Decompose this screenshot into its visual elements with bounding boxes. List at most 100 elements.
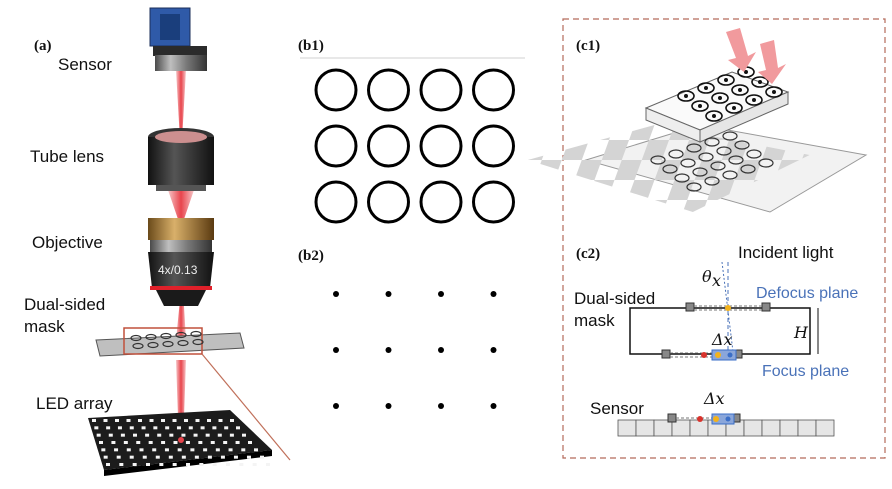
led-dot: [92, 419, 96, 422]
b1-ring-grid: [314, 68, 515, 224]
projected-ring: [686, 182, 702, 192]
pinhole-dot: [333, 403, 339, 409]
slab-ring: [731, 84, 749, 96]
led-dot: [230, 419, 234, 422]
mask-ring: [314, 124, 358, 168]
led-dot: [215, 448, 220, 452]
led-dot: [153, 426, 158, 430]
defocus-dot: [725, 305, 731, 311]
slab-ring: [765, 86, 783, 98]
sensor-pixel: [617, 419, 637, 437]
sensor-pixel: [797, 419, 817, 437]
mask-ring: [419, 180, 463, 224]
led-dot: [226, 463, 230, 466]
sensor-pixel: [761, 419, 781, 437]
projected-ring: [668, 149, 684, 159]
led-dot: [200, 426, 205, 430]
mask-ring: [314, 180, 358, 224]
label-dx-sensor: Δx: [703, 389, 725, 408]
slab-ring: [717, 74, 735, 86]
beam-sensor-tube: [176, 70, 186, 140]
projected-ring: [758, 158, 774, 168]
slab-dot: [731, 106, 736, 111]
led-dot: [266, 463, 270, 466]
led-dot: [103, 419, 108, 422]
slab-ring: [725, 102, 743, 114]
led-dot: [145, 433, 150, 437]
led-dot: [117, 426, 122, 430]
mask-ring: [472, 68, 515, 112]
panel-label-c2: (c2): [576, 246, 600, 262]
led-dot: [141, 426, 146, 430]
pinhole-dot: [438, 347, 444, 353]
mask-ring: [367, 68, 410, 112]
led-dot: [188, 426, 193, 430]
projected-ring: [746, 149, 762, 159]
led-dot: [190, 448, 195, 452]
slab-ring: [751, 76, 769, 88]
led-dot: [116, 455, 121, 459]
projected-ring: [728, 155, 744, 165]
led-dot: [224, 426, 229, 430]
label-dx-mask: Δx: [711, 330, 733, 349]
tube-lens-icon: [148, 128, 214, 191]
slab-ring: [677, 90, 695, 102]
projected-ring: [692, 167, 708, 177]
camera-sensor-icon: [149, 7, 207, 71]
projected-ring: [710, 161, 726, 171]
slab-dot: [723, 78, 728, 83]
slab-dot: [751, 98, 756, 103]
c1-3d-schematic: [508, 28, 868, 213]
led-dot: [120, 433, 125, 437]
incident-arrow-1: [726, 28, 756, 72]
led-dot: [96, 433, 101, 437]
label-mask-line1: Dual-sided: [24, 295, 105, 314]
pinhole-dot: [438, 291, 444, 297]
objective-lens-icon: 4x/0.13: [148, 218, 214, 306]
projected-ring: [650, 155, 666, 165]
pinhole-dot: [333, 347, 339, 353]
mask-ring: [472, 180, 515, 224]
slab-dot: [711, 114, 716, 119]
led-dot: [185, 441, 190, 444]
led-dot: [260, 455, 264, 459]
led-dot: [236, 426, 240, 430]
mask-ring: [419, 124, 463, 168]
slab-dot: [743, 70, 748, 75]
slab-ring: [711, 92, 729, 104]
led-dot: [218, 419, 223, 422]
led-dot: [193, 433, 198, 437]
label-focus-plane: Focus plane: [762, 363, 849, 380]
led-dot: [129, 455, 134, 459]
led-dot: [126, 419, 131, 422]
projected-ring: [704, 176, 720, 186]
slab-ring: [697, 82, 715, 94]
pinhole-dot: [385, 403, 392, 409]
led-dot: [161, 441, 166, 444]
slab-dot: [697, 104, 702, 109]
led-dot: [132, 463, 137, 466]
projected-ring: [716, 146, 732, 156]
led-dot: [168, 455, 173, 459]
led-dot: [242, 433, 246, 437]
led-dot: [165, 426, 170, 430]
slab-ring: [705, 110, 723, 122]
slab-dot: [737, 88, 742, 93]
led-dot: [136, 441, 141, 444]
label-c2-sensor: Sensor: [590, 399, 644, 418]
projected-ring: [698, 152, 714, 162]
pinhole-dot: [490, 291, 497, 297]
led-dot: [161, 419, 165, 422]
label-H: H: [793, 323, 809, 342]
pinhole-dot: [490, 347, 497, 353]
led-dot: [123, 441, 128, 444]
led-dot: [212, 463, 217, 466]
led-dot: [241, 448, 246, 452]
label-theta-sub: x: [712, 271, 721, 290]
led-array-icon: [88, 410, 272, 476]
pinhole-dot: [438, 403, 444, 409]
panel-c-frame: [562, 18, 886, 459]
led-dot: [205, 433, 210, 437]
led-dot: [129, 426, 134, 430]
label-theta: θ: [702, 267, 712, 286]
